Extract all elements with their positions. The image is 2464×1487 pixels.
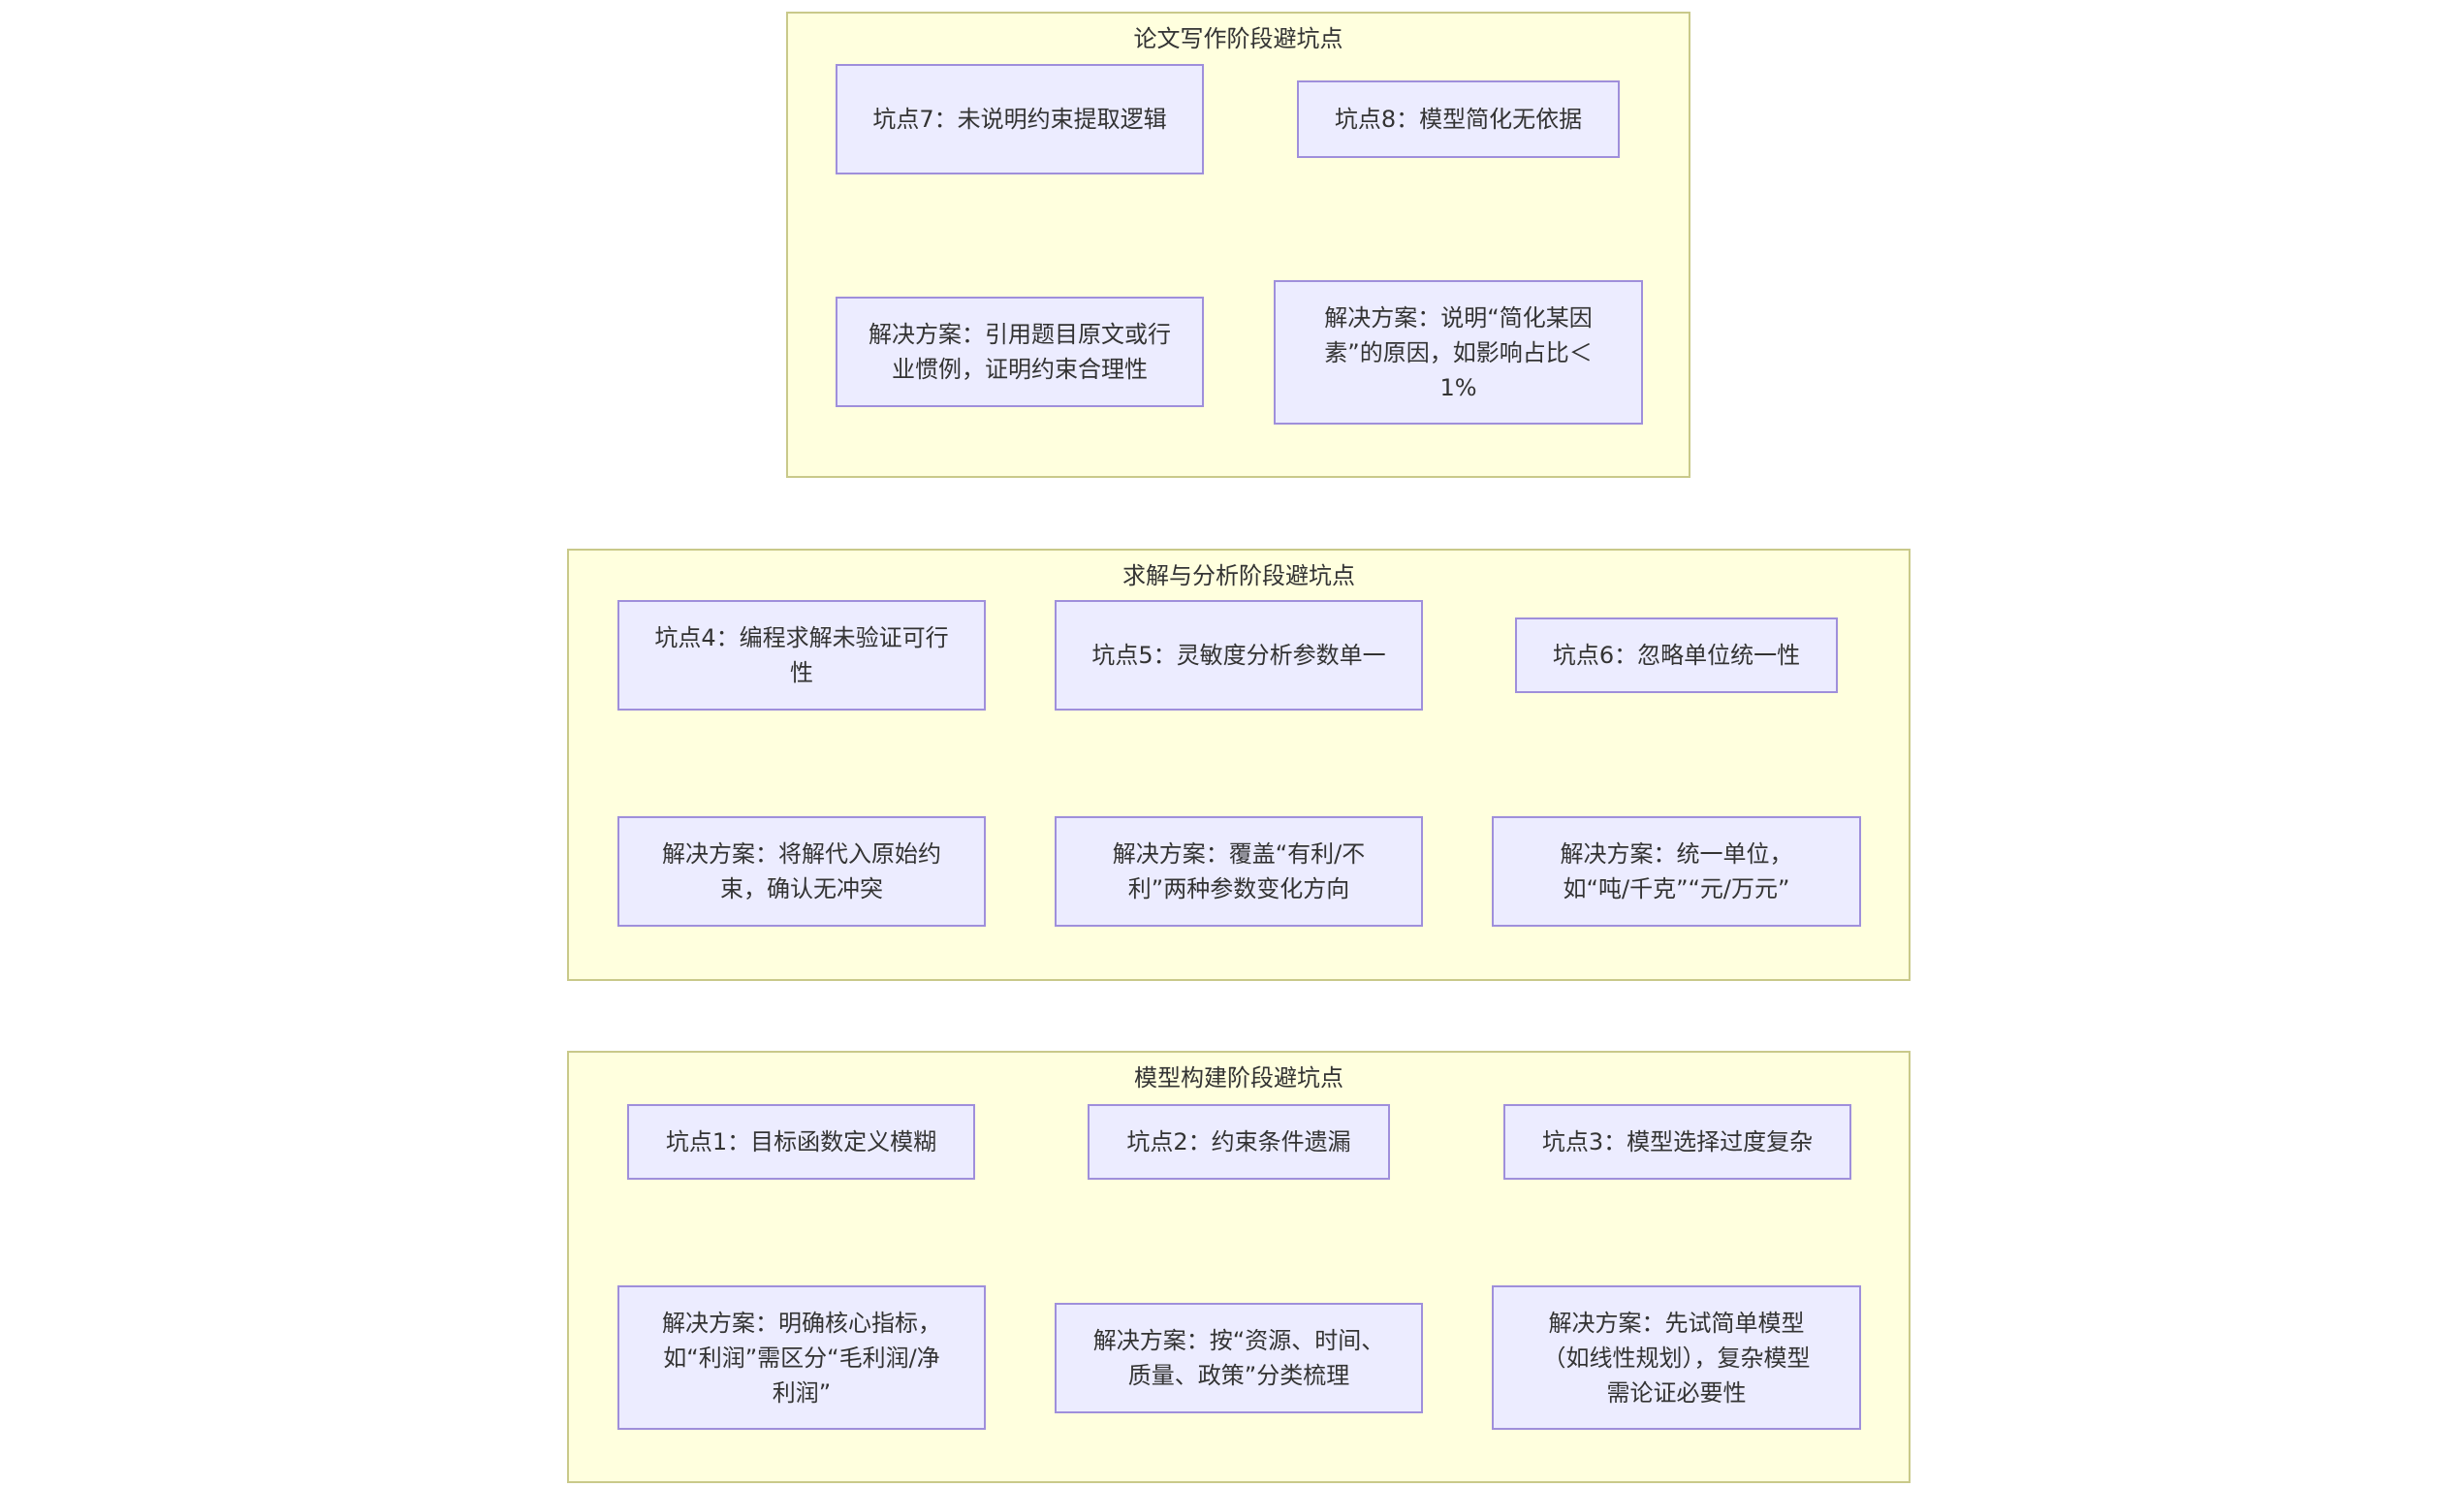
cluster-modeling-title: 模型构建阶段避坑点 xyxy=(1134,1064,1343,1092)
node-pit3[interactable]: 坑点3：模型选择过度复杂 xyxy=(1503,1104,1851,1180)
node-pit5[interactable]: 坑点5：灵敏度分析参数单一 xyxy=(1055,600,1423,711)
node-pit8[interactable]: 坑点8：模型简化无依据 xyxy=(1297,80,1620,158)
node-sol5[interactable]: 解决方案：覆盖“有利/不利”两种参数变化方向 xyxy=(1055,816,1423,927)
node-sol8-label: 解决方案：说明“简化某因素”的原因，如影响占比＜1% xyxy=(1324,303,1593,401)
node-pit5-label: 坑点5：灵敏度分析参数单一 xyxy=(1091,642,1386,669)
node-sol6-label: 解决方案：统一单位，如“吨/千克”“元/万元” xyxy=(1560,840,1793,902)
node-sol3-label: 解决方案：先试简单模型（如线性规划），复杂模型需论证必要性 xyxy=(1542,1309,1811,1407)
node-sol4[interactable]: 解决方案：将解代入原始约束，确认无冲突 xyxy=(617,816,986,927)
node-sol4-label: 解决方案：将解代入原始约束，确认无冲突 xyxy=(662,840,941,902)
node-sol1-label: 解决方案：明确核心指标，如“利润”需区分“毛利润/净利润” xyxy=(662,1309,941,1407)
node-sol2-label: 解决方案：按“资源、时间、质量、政策”分类梳理 xyxy=(1092,1327,1385,1389)
node-sol3[interactable]: 解决方案：先试简单模型（如线性规划），复杂模型需论证必要性 xyxy=(1492,1285,1861,1430)
node-sol8[interactable]: 解决方案：说明“简化某因素”的原因，如影响占比＜1% xyxy=(1274,280,1643,425)
node-sol7-label: 解决方案：引用题目原文或行业惯例，证明约束合理性 xyxy=(869,321,1171,383)
cluster-writing-title: 论文写作阶段避坑点 xyxy=(1133,25,1343,52)
node-sol6[interactable]: 解决方案：统一单位，如“吨/千克”“元/万元” xyxy=(1492,816,1861,927)
node-sol1[interactable]: 解决方案：明确核心指标，如“利润”需区分“毛利润/净利润” xyxy=(617,1285,986,1430)
cluster-solving-title: 求解与分析阶段避坑点 xyxy=(1122,562,1355,589)
node-pit4-label: 坑点4：编程求解未验证可行性 xyxy=(654,624,949,686)
node-pit1-label: 坑点1：目标函数定义模糊 xyxy=(665,1128,937,1155)
node-pit7-label: 坑点7：未说明约束提取逻辑 xyxy=(872,106,1167,133)
node-sol7[interactable]: 解决方案：引用题目原文或行业惯例，证明约束合理性 xyxy=(836,297,1204,407)
node-pit1[interactable]: 坑点1：目标函数定义模糊 xyxy=(627,1104,975,1180)
node-pit3-label: 坑点3：模型选择过度复杂 xyxy=(1541,1128,1814,1155)
node-pit6-label: 坑点6：忽略单位统一性 xyxy=(1552,642,1801,669)
node-pit2-label: 坑点2：约束条件遗漏 xyxy=(1126,1128,1351,1155)
node-pit4[interactable]: 坑点4：编程求解未验证可行性 xyxy=(617,600,986,711)
node-pit8-label: 坑点8：模型简化无依据 xyxy=(1334,106,1583,133)
node-sol5-label: 解决方案：覆盖“有利/不利”两种参数变化方向 xyxy=(1112,840,1366,902)
node-pit2[interactable]: 坑点2：约束条件遗漏 xyxy=(1088,1104,1390,1180)
node-pit7[interactable]: 坑点7：未说明约束提取逻辑 xyxy=(836,64,1204,174)
node-sol2[interactable]: 解决方案：按“资源、时间、质量、政策”分类梳理 xyxy=(1055,1303,1423,1413)
node-pit6[interactable]: 坑点6：忽略单位统一性 xyxy=(1515,617,1838,693)
